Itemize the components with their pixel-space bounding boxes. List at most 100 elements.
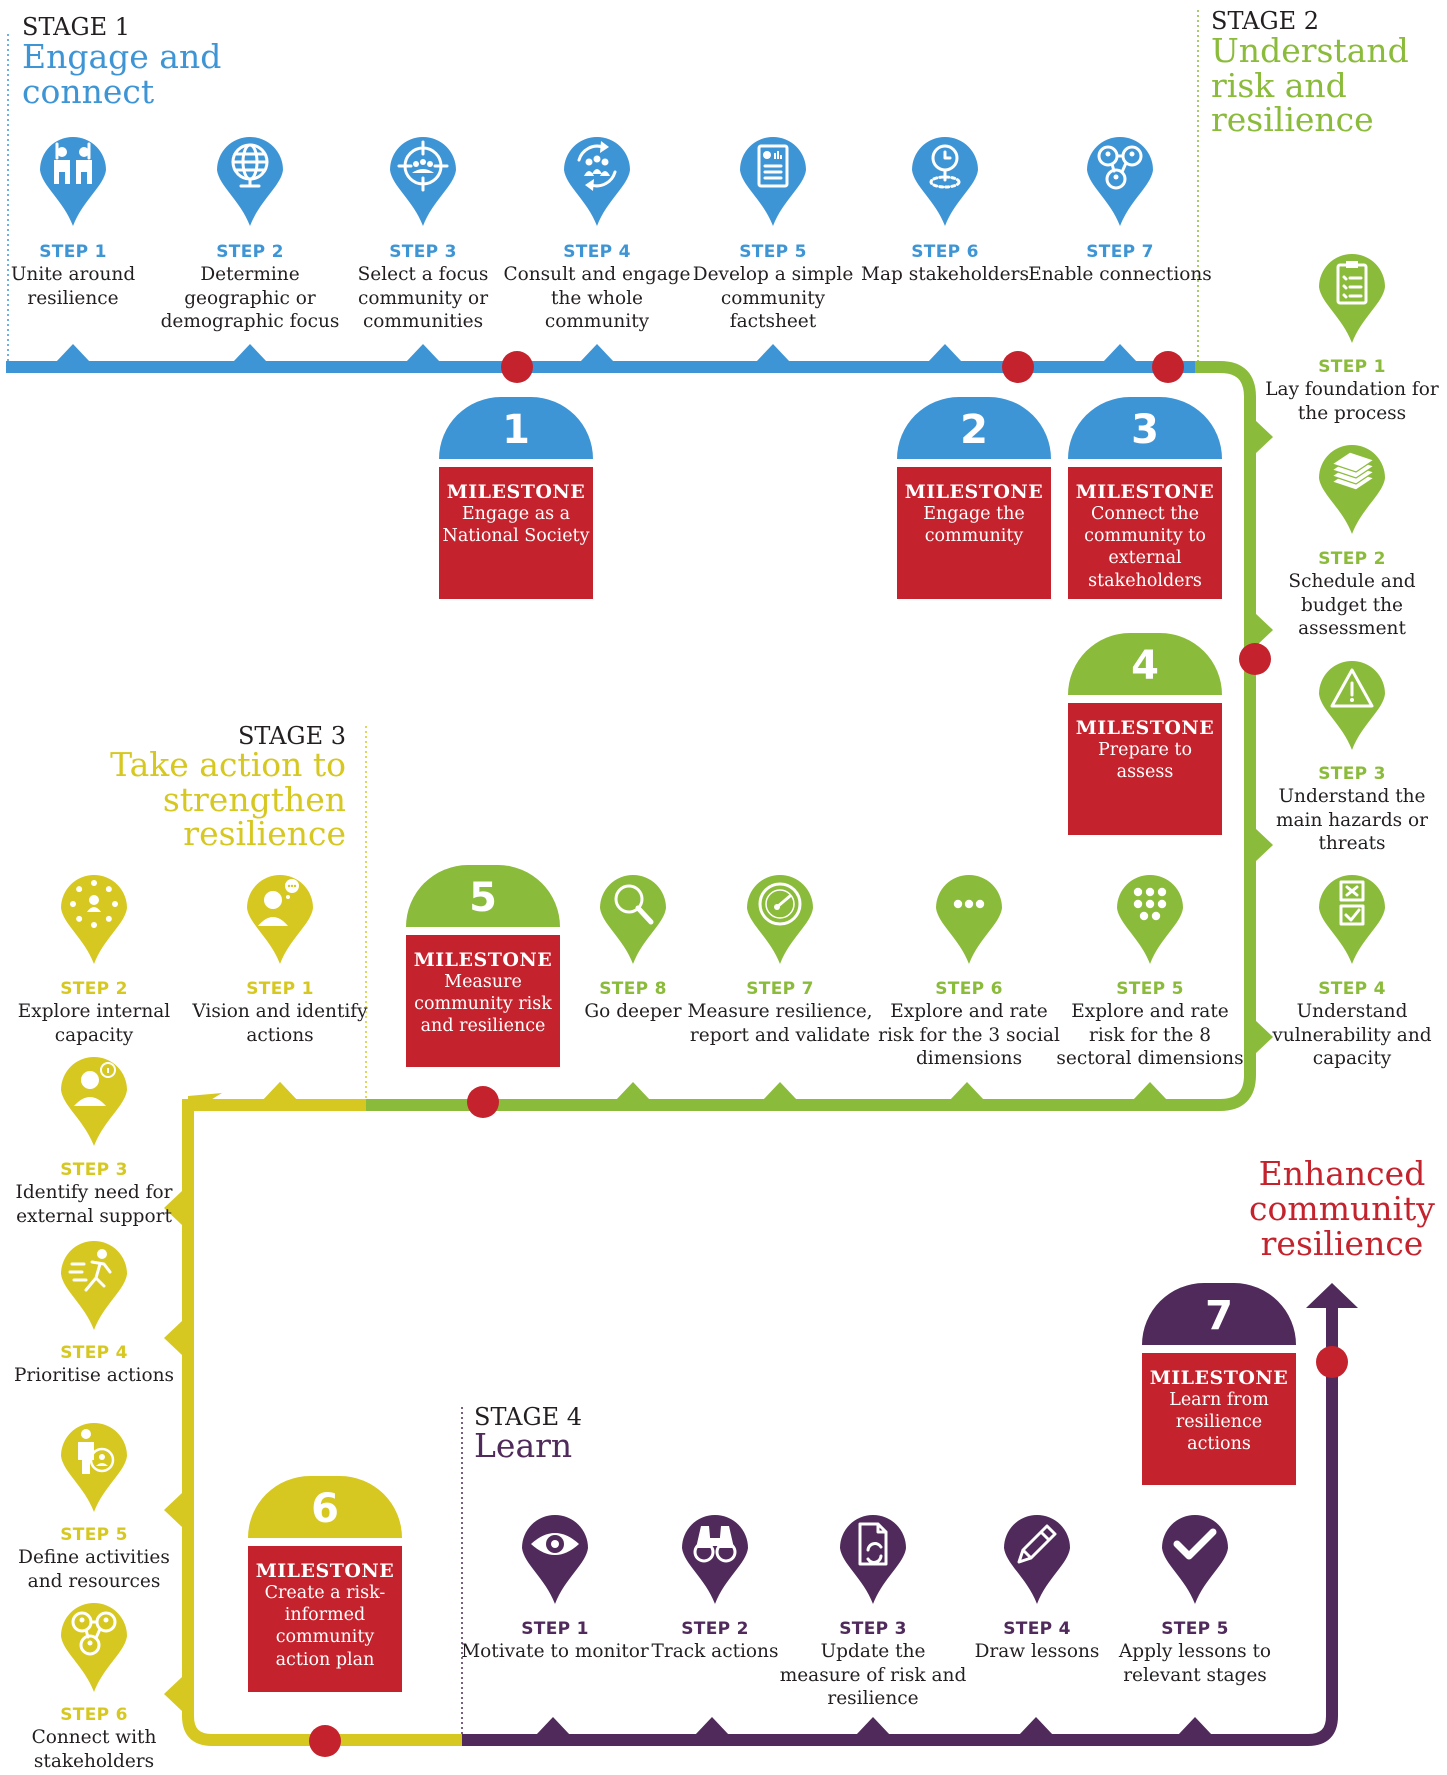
pin-shape bbox=[747, 875, 813, 964]
cycle-people-icon bbox=[577, 141, 617, 191]
step-number: STEP 4 bbox=[1003, 1619, 1071, 1639]
road-notch bbox=[580, 344, 614, 362]
pin-shape bbox=[61, 1241, 127, 1330]
milestone-heading: MILESTONE bbox=[255, 1560, 395, 1582]
pin-shape bbox=[600, 875, 666, 964]
road-notch bbox=[233, 344, 267, 362]
step-label: Prioritise actions bbox=[13, 1365, 175, 1386]
milestone-number: 5 bbox=[406, 865, 560, 927]
milestone-text: Measure community risk and resilience bbox=[414, 972, 552, 1037]
step-number: STEP 2 bbox=[60, 979, 128, 999]
road-notch bbox=[164, 1493, 182, 1527]
stage1-label: STAGE 1 bbox=[22, 13, 131, 41]
step-label: Identify need for external support bbox=[15, 1182, 173, 1227]
milestone-heading: MILESTONE bbox=[1075, 481, 1215, 503]
step-label: Schedule and budget the assessment bbox=[1288, 571, 1416, 640]
step-number: STEP 8 bbox=[599, 979, 667, 999]
checkmark-icon bbox=[1173, 1528, 1217, 1560]
step-pin bbox=[61, 1603, 127, 1692]
step-label: Vision and identify actions bbox=[192, 1001, 368, 1046]
road-notch bbox=[856, 1717, 890, 1735]
stage3-title: Take action to strengthen resilience bbox=[110, 745, 346, 854]
road-notch bbox=[950, 1082, 984, 1100]
step-number: STEP 1 bbox=[39, 242, 107, 262]
document-refresh-icon bbox=[858, 1522, 888, 1566]
step-label: Understand vulnerability and capacity bbox=[1272, 1001, 1432, 1070]
pin-shape bbox=[61, 875, 127, 964]
road-notch bbox=[928, 344, 962, 362]
clipboard-icon bbox=[1336, 261, 1368, 305]
step-pin bbox=[1004, 1515, 1070, 1604]
milestone-marker-dot bbox=[309, 1725, 341, 1757]
milestone-marker-dot bbox=[1316, 1346, 1348, 1378]
stage4-label: STAGE 4 bbox=[474, 1403, 583, 1431]
stage3-label: STAGE 3 bbox=[237, 722, 346, 750]
pin-shape bbox=[1319, 254, 1385, 343]
step-number: STEP 7 bbox=[746, 979, 814, 999]
milestone-heading: MILESTONE bbox=[904, 481, 1044, 503]
step-pin bbox=[61, 1057, 127, 1146]
arrows-in-icon bbox=[70, 880, 118, 928]
stage2-road bbox=[366, 361, 1256, 1111]
final-outcome-title: Enhanced community resilience bbox=[1249, 1154, 1435, 1263]
road-notch bbox=[1103, 344, 1137, 362]
pin-shape bbox=[1162, 1515, 1228, 1604]
eight-dots-icon bbox=[1133, 887, 1167, 921]
map-pin-icon bbox=[929, 144, 961, 189]
step-pin bbox=[1162, 1515, 1228, 1604]
road-notch bbox=[406, 344, 440, 362]
pencil-icon bbox=[1017, 1524, 1057, 1564]
step-label: Understand the main hazards or threats bbox=[1275, 786, 1429, 855]
road-notch bbox=[164, 1321, 182, 1355]
road-notch bbox=[1178, 1717, 1212, 1735]
step-pin bbox=[61, 1423, 127, 1512]
binoculars-icon bbox=[693, 1526, 737, 1563]
milestone-heading: MILESTONE bbox=[1149, 1367, 1289, 1389]
warning-icon bbox=[1330, 668, 1374, 708]
step-pin bbox=[61, 1241, 127, 1330]
milestone-text: Prepare to assess bbox=[1098, 740, 1192, 783]
step-number: STEP 6 bbox=[60, 1705, 128, 1725]
step-label: Connect with stakeholders bbox=[31, 1727, 157, 1772]
step-label: Motivate to monitor bbox=[461, 1641, 649, 1662]
road-corner-notch bbox=[188, 1093, 222, 1114]
road-notch bbox=[695, 1717, 729, 1735]
road-notch bbox=[1019, 1717, 1053, 1735]
step-number: STEP 5 bbox=[60, 1525, 128, 1545]
step-label: Lay foundation for the process bbox=[1265, 379, 1439, 424]
road-notch bbox=[1133, 1082, 1167, 1100]
step-label: Determine geographic or demographic focu… bbox=[160, 264, 340, 333]
road-notch bbox=[616, 1082, 650, 1100]
pin-shape bbox=[522, 1515, 588, 1604]
step-label: Unite around resilience bbox=[10, 264, 136, 309]
milestone-marker-dot bbox=[501, 351, 533, 383]
step-label: Define activities and resources bbox=[18, 1547, 170, 1592]
pin-shape bbox=[936, 875, 1002, 964]
stage4-title: Learn bbox=[474, 1426, 573, 1465]
step-number: STEP 2 bbox=[1318, 549, 1386, 569]
step-pin bbox=[1319, 661, 1385, 750]
step-label: Consult and engage the whole community bbox=[503, 264, 691, 333]
step-label: Enable connections bbox=[1028, 264, 1212, 285]
road-notch bbox=[1255, 420, 1273, 454]
step-number: STEP 1 bbox=[521, 1619, 589, 1639]
step-pin bbox=[40, 137, 106, 226]
step-number: STEP 3 bbox=[60, 1160, 128, 1180]
step-label: Explore internal capacity bbox=[17, 1001, 171, 1046]
globe-icon bbox=[231, 143, 269, 188]
step-number: STEP 7 bbox=[1086, 242, 1154, 262]
step-label: Update the measure of risk and resilienc… bbox=[779, 1641, 967, 1710]
support-person-icon bbox=[74, 1062, 116, 1106]
stage2-label: STAGE 2 bbox=[1211, 7, 1320, 35]
milestone-text: Learn from resilience actions bbox=[1169, 1390, 1269, 1455]
milestone-text: Create a risk-informed community action … bbox=[264, 1583, 386, 1670]
step-pin bbox=[1117, 875, 1183, 964]
milestone-marker-dot bbox=[1002, 351, 1034, 383]
step-pin bbox=[564, 137, 630, 226]
